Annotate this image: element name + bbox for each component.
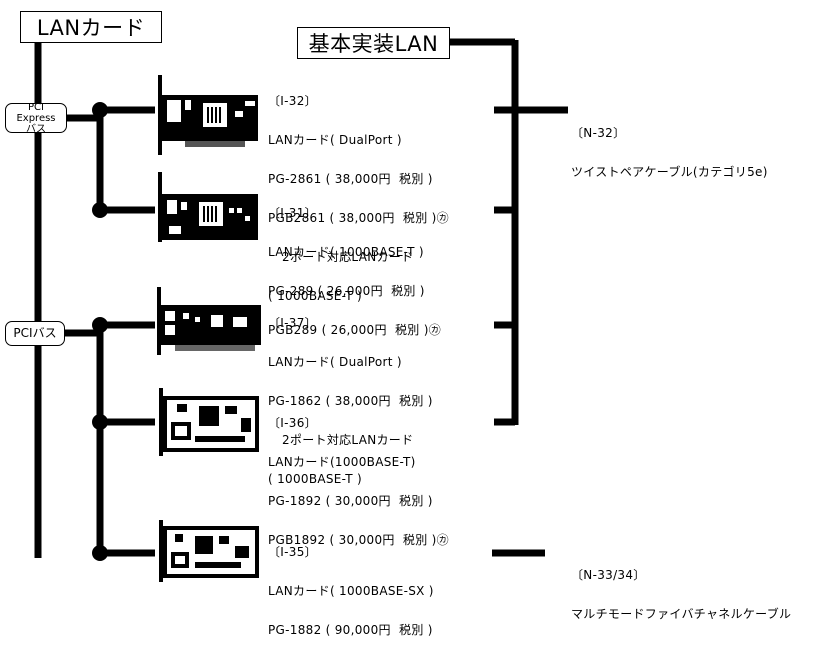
product-price: PGB1892 ( 30,000円 税別 )㋕	[268, 533, 449, 547]
pcie-bus-box: PCI Express バス	[5, 101, 67, 135]
product-i31: 〔I-31〕 LANカード( 1000BASE-T ) PG-289 ( 26,…	[268, 181, 441, 350]
product-name: LANカード( DualPort )	[268, 133, 402, 147]
product-code: 〔I-35〕	[268, 545, 317, 559]
product-code: 〔I-31〕	[268, 206, 317, 220]
card-image-i36	[159, 388, 259, 456]
product-price: PG-1892 ( 30,000円 税別 )	[268, 494, 433, 508]
lan-card-title: LANカード	[20, 11, 162, 43]
cable-name: マルチモードファイバチャネルケーブル	[571, 607, 792, 621]
product-code: 〔I-37〕	[268, 316, 317, 330]
product-name: LANカード( 1000BASE-T )	[268, 245, 424, 259]
product-note: ( 1000BASE-T )	[268, 472, 362, 486]
pcie-bus-label-line2: バス	[26, 123, 46, 135]
product-price: PGB2861 ( 38,000円 税別 )㋕	[268, 211, 449, 225]
product-code: 〔I-32〕	[268, 94, 317, 108]
product-price: PG-1862 ( 38,000円 税別 )	[268, 394, 433, 408]
product-price: PG-289 ( 26,000円 税別 )	[268, 284, 425, 298]
builtin-lan-title: 基本実装LAN	[297, 27, 450, 59]
product-name: LANカード( DualPort )	[268, 355, 402, 369]
product-price: PG-2861 ( 38,000円 税別 )	[268, 172, 433, 186]
cable-n32: 〔N-32〕 ツイストペアケーブル(カテゴリ5e)	[571, 101, 768, 192]
product-price: PGB289 ( 26,000円 税別 )㋕	[268, 323, 441, 337]
product-i32: 〔I-32〕 LANカード( DualPort ) PG-2861 ( 38,0…	[268, 69, 449, 316]
card-image-i31	[158, 172, 258, 242]
cable-code: 〔N-32〕	[571, 126, 626, 140]
pci-bus-box: PCIバス	[5, 321, 65, 346]
card-image-i37	[157, 287, 261, 355]
product-name: LANカード(1000BASE-T)	[268, 455, 416, 469]
product-i35: 〔I-35〕 LANカード( 1000BASE-SX ) PG-1882 ( 9…	[268, 520, 434, 650]
card-image-i32	[158, 75, 258, 155]
product-price: PG-1882 ( 90,000円 税別 )	[268, 623, 433, 637]
pcie-bus-label-line1: PCI Express	[16, 101, 56, 124]
cable-code: 〔N-33/34〕	[571, 568, 646, 582]
product-note: 2ポート対応LANカード	[282, 250, 414, 264]
cable-name: ツイストペアケーブル(カテゴリ5e)	[571, 165, 768, 179]
card-image-i35	[159, 520, 259, 582]
product-code: 〔I-36〕	[268, 416, 317, 430]
product-note: ( 1000BASE-T )	[268, 289, 362, 303]
cable-n33-34: 〔N-33/34〕 マルチモードファイバチャネルケーブル	[571, 543, 791, 634]
product-i36: 〔I-36〕 LANカード(1000BASE-T) PG-1892 ( 30,0…	[268, 391, 449, 560]
product-note: 2ポート対応LANカード	[282, 433, 414, 447]
product-i37: 〔I-37〕 LANカード( DualPort ) PG-1862 ( 38,0…	[268, 291, 433, 499]
